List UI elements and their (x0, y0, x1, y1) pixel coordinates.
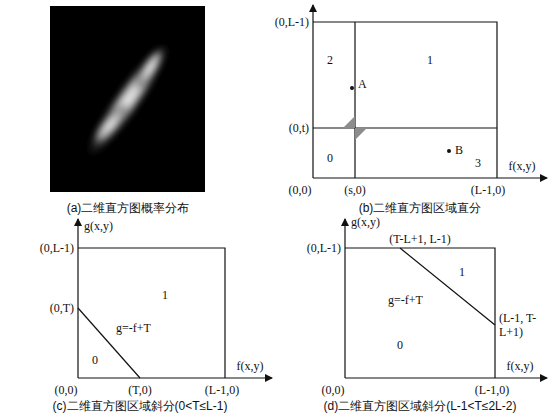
axis-label: (L-1,0) (471, 183, 505, 197)
axis-label: f(x,y) (507, 359, 534, 373)
axis-label: 0 (327, 151, 333, 165)
point-a (350, 86, 354, 90)
axis-label: 1 (427, 53, 433, 67)
axes-d (345, 219, 547, 378)
panel-caption: (a)二维直方图概率分布 (67, 201, 190, 215)
point-b (447, 149, 451, 153)
axis-label: 1 (162, 288, 168, 302)
axis-label: B (455, 143, 463, 157)
axis-label: g(x,y) (84, 219, 113, 233)
axis-label: (T,0) (128, 383, 151, 397)
panel-caption: (b)二维直方图区域直分 (359, 201, 482, 215)
axis-label: f(x,y) (509, 159, 536, 173)
axis-label: A (358, 77, 367, 91)
axis-label: 3 (475, 156, 481, 170)
axis-label: 1 (459, 265, 465, 279)
panel-caption: (c)二维直方图区域斜分(0<T≤L-1) (53, 399, 228, 413)
axis-label: (T-L+1, L-1) (389, 232, 451, 246)
axis-label: 2 (327, 53, 333, 67)
axis-label: 0 (92, 353, 98, 367)
axis-label: g=-f+T (388, 293, 423, 307)
histogram-image (50, 6, 205, 192)
axis-label: (0,L-1) (40, 241, 74, 255)
axis-label: 0 (397, 338, 403, 352)
shaded-band (355, 128, 367, 140)
axis-label: (L-1,0) (205, 383, 239, 397)
axis-label: (s,0) (344, 183, 366, 197)
axis-label: (0,L-1) (275, 15, 309, 29)
probability-blob (76, 34, 180, 167)
axis-label: g(x,y) (351, 215, 380, 229)
axis-label: (0,0) (289, 183, 312, 197)
axis-label: (0,0) (55, 383, 78, 397)
axes-b (313, 5, 547, 178)
shaded-band (343, 116, 355, 128)
axes-c (78, 219, 272, 378)
axis-label: (L-1,0) (475, 383, 509, 397)
panel-caption: (d)二维直方图区域斜分(L-1<T≤2L-2) (324, 399, 517, 413)
axis-label: (0,t) (289, 121, 309, 135)
axis-label: (0,L-1) (307, 241, 341, 255)
axis-label: g=-f+T (116, 321, 151, 335)
axis-label: (L-1, T-L+1) (499, 311, 547, 339)
axis-label: (0,T) (50, 301, 74, 315)
axis-label: (0,0) (322, 383, 345, 397)
axis-label: f(x,y) (237, 359, 264, 373)
